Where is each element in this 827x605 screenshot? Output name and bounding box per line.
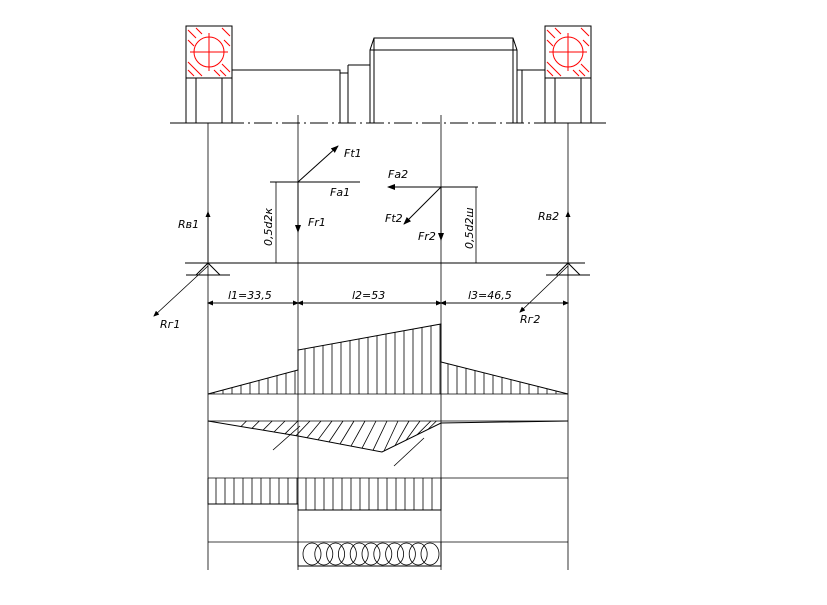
reference-lines bbox=[207, 115, 569, 570]
right-support bbox=[546, 262, 590, 276]
hatch-line bbox=[273, 420, 286, 433]
right-shaft-step bbox=[517, 69, 545, 123]
left-shaft-step bbox=[231, 69, 341, 123]
shaft-assembly bbox=[170, 25, 606, 124]
left-bearing bbox=[185, 25, 233, 124]
label-ft2: Ft2 bbox=[385, 212, 403, 225]
ft2-arrow bbox=[403, 186, 442, 225]
hatch-line bbox=[262, 420, 273, 431]
hatch-line bbox=[306, 420, 322, 438]
hatch-line bbox=[383, 420, 399, 452]
rg1-arrow bbox=[153, 265, 209, 317]
ft1-arrow bbox=[297, 145, 339, 183]
hatch-line bbox=[394, 420, 410, 446]
hatch-loop bbox=[396, 542, 416, 566]
label-l1: l1=33,5 bbox=[228, 289, 272, 302]
hatch-loop bbox=[302, 542, 322, 566]
hatch-loop bbox=[385, 542, 405, 566]
hatch-line bbox=[251, 420, 260, 429]
label-ft1: Ft1 bbox=[344, 147, 362, 160]
hatch-line bbox=[405, 420, 421, 441]
hatch-line bbox=[240, 420, 247, 427]
label-fa2: Fa2 bbox=[388, 168, 408, 181]
hatch-line bbox=[416, 420, 432, 436]
label-fr1: Fr1 bbox=[308, 216, 326, 229]
hatch-loop bbox=[373, 542, 393, 566]
hatch-line bbox=[339, 420, 355, 445]
hatch-line bbox=[328, 420, 344, 443]
label-rv1: Rв1 bbox=[178, 218, 199, 231]
hatch-loop bbox=[408, 542, 428, 566]
hatch-line bbox=[350, 420, 366, 447]
hatch-loop bbox=[349, 542, 369, 566]
label-l2: l2=53 bbox=[352, 289, 385, 302]
moment-diagram-horizontal bbox=[207, 420, 569, 467]
label-rv2: Rв2 bbox=[538, 210, 559, 223]
moment-diagram-vertical bbox=[207, 323, 569, 395]
hatch-loop bbox=[361, 542, 381, 566]
label-l3: l3=46,5 bbox=[468, 289, 512, 302]
label-d2k: 0,5d2к bbox=[262, 208, 275, 246]
hatch-loop bbox=[420, 542, 440, 566]
equivalent-diagram bbox=[208, 541, 568, 567]
label-d2sh: 0,5d2ш bbox=[463, 207, 476, 249]
hatch-line bbox=[284, 420, 299, 435]
hatch-line bbox=[361, 420, 377, 449]
hatch-loop bbox=[337, 542, 357, 566]
hatch-loop bbox=[326, 542, 346, 566]
left-support bbox=[186, 262, 230, 276]
label-rg2: Rг2 bbox=[520, 313, 540, 326]
load-scheme: Ft1 Fa1 Fr1 Fa2 Ft2 Fr2 Rв1 Rв2 Rг1 Rг2 … bbox=[153, 145, 590, 331]
hatch-loop bbox=[314, 542, 334, 566]
right-bearing bbox=[544, 25, 592, 124]
torque-diagram bbox=[207, 477, 568, 511]
hatch-line bbox=[427, 420, 437, 430]
left-collar bbox=[340, 64, 371, 123]
label-fa1: Fa1 bbox=[330, 186, 350, 199]
label-rg1: Rг1 bbox=[160, 318, 180, 331]
gear-hub bbox=[369, 37, 518, 123]
hatch-line bbox=[295, 420, 311, 436]
hatch-line bbox=[372, 420, 388, 451]
label-fr2: Fr2 bbox=[418, 230, 436, 243]
rg2-arrow bbox=[519, 265, 569, 313]
hatch-line bbox=[317, 420, 333, 441]
